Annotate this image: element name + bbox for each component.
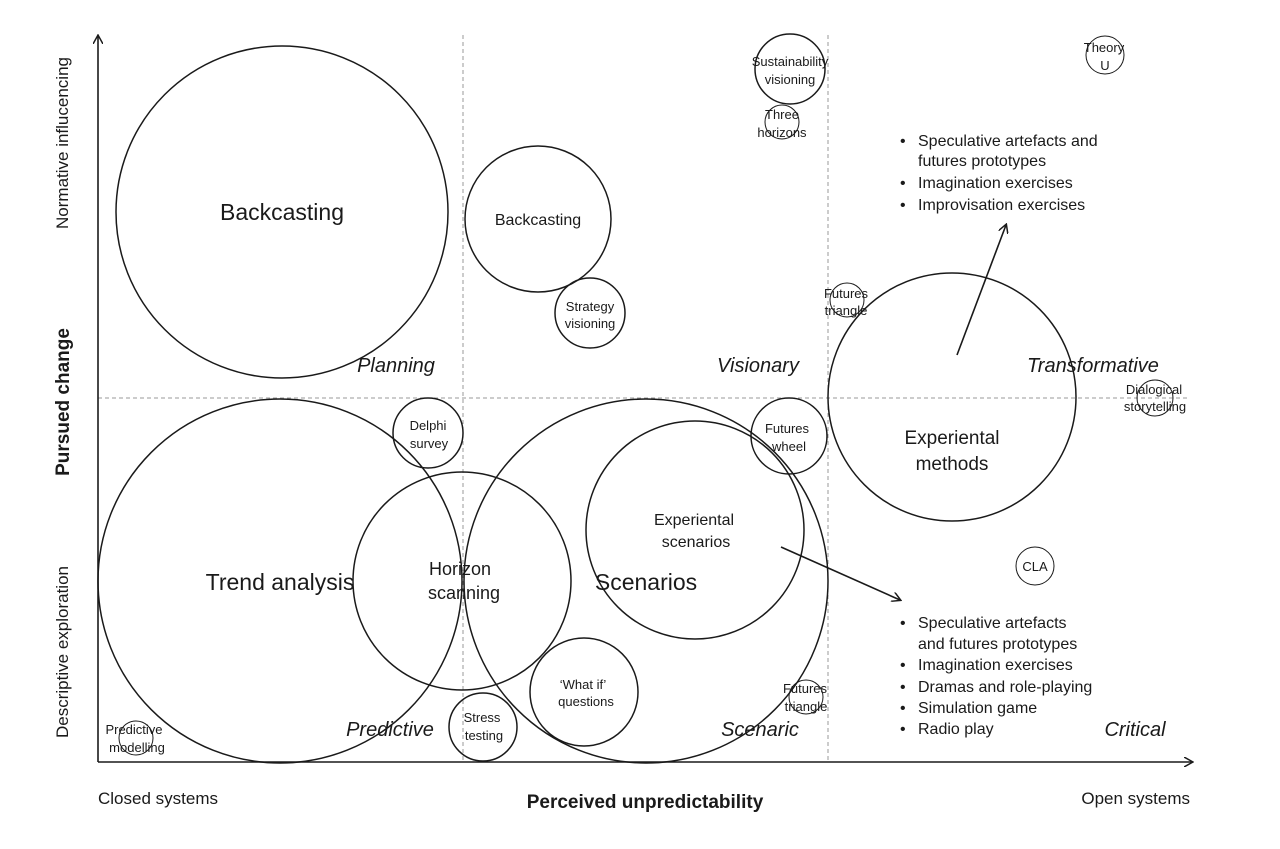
bubble-backcasting-small: Backcasting xyxy=(464,145,612,293)
quadrant-planning: Planning xyxy=(357,355,435,377)
svg-text:Three: Three xyxy=(765,107,799,122)
bubble-theory-u: Theory U xyxy=(1084,35,1125,75)
svg-text:Futures: Futures xyxy=(783,681,828,696)
svg-text:‘What if’: ‘What if’ xyxy=(560,677,607,692)
bullet-marker: • xyxy=(900,700,906,717)
bullet-marker: • xyxy=(900,197,906,214)
bubble-dialogical-storytelling: Dialogical storytelling xyxy=(1124,379,1186,417)
svg-text:Stress: Stress xyxy=(464,710,501,725)
svg-text:visioning: visioning xyxy=(565,316,616,331)
bubble-scenarios: Scenarios xyxy=(463,398,829,764)
bullet-marker: • xyxy=(900,615,906,632)
y-axis-top-label: Normative influcencing xyxy=(53,57,72,229)
bubble-futures-wheel: Futures wheel xyxy=(750,397,828,475)
svg-text:Futures: Futures xyxy=(824,286,869,301)
svg-text:triangle: triangle xyxy=(785,699,828,714)
quadrant-visionary: Visionary xyxy=(717,355,800,377)
bubble-experiental-methods: Experiental methods xyxy=(827,272,1077,522)
x-axis-right-label: Open systems xyxy=(1081,789,1190,808)
svg-text:modelling: modelling xyxy=(109,740,165,755)
bubble-sustainability-visioning: Sustainability visioning xyxy=(752,33,829,105)
svg-text:Trend analysis: Trend analysis xyxy=(206,569,355,595)
svg-text:Experiental: Experiental xyxy=(654,512,734,529)
bullet-marker: • xyxy=(900,721,906,738)
svg-text:scenarios: scenarios xyxy=(662,534,730,551)
bubble-trend-analysis: Trend analysis xyxy=(97,398,463,764)
bullet-marker: • xyxy=(900,175,906,192)
svg-text:Theory: Theory xyxy=(1084,40,1125,55)
quadrant-critical: Critical xyxy=(1104,719,1166,741)
svg-text:Speculative artefacts and: Speculative artefacts and xyxy=(918,133,1098,150)
svg-text:U: U xyxy=(1100,58,1109,73)
svg-text:Speculative artefacts: Speculative artefacts xyxy=(918,615,1067,632)
svg-text:CLA: CLA xyxy=(1022,559,1048,574)
svg-text:wheel: wheel xyxy=(771,439,806,454)
bubble-cla: CLA xyxy=(1015,546,1055,586)
svg-text:Delphi: Delphi xyxy=(410,418,447,433)
svg-text:Experiental: Experiental xyxy=(904,428,999,449)
svg-text:Backcasting: Backcasting xyxy=(495,212,581,229)
bubble-predictive-modelling: Predictive modelling xyxy=(105,720,165,756)
svg-text:methods: methods xyxy=(916,454,989,475)
svg-text:Radio play: Radio play xyxy=(918,721,994,738)
arrow-to-bottom-list xyxy=(780,546,900,600)
quadrant-transformative: Transformative xyxy=(1027,355,1159,377)
svg-text:visioning: visioning xyxy=(765,72,816,87)
svg-text:Futures: Futures xyxy=(765,421,810,436)
bubble-what-if-questions: ‘What if’ questions xyxy=(529,637,639,747)
svg-text:questions: questions xyxy=(558,694,614,709)
y-axis-title: Pursued change xyxy=(53,328,74,476)
svg-text:futures prototypes: futures prototypes xyxy=(918,153,1046,170)
bubble-strategy-visioning: Strategy visioning xyxy=(554,277,626,349)
svg-text:testing: testing xyxy=(465,728,503,743)
bullet-marker: • xyxy=(900,679,906,696)
svg-text:Improvisation exercises: Improvisation exercises xyxy=(918,197,1085,214)
x-axis-title: Perceived unpredictability xyxy=(527,792,764,813)
bubble-experiental-scenarios: Experiental scenarios xyxy=(585,420,805,640)
svg-text:survey: survey xyxy=(410,436,449,451)
arrow-to-top-list xyxy=(956,225,1006,356)
svg-text:Dialogical: Dialogical xyxy=(1126,382,1182,397)
svg-text:Imagination exercises: Imagination exercises xyxy=(918,175,1073,192)
x-axis-left-label: Closed systems xyxy=(98,789,218,808)
bubble-futures-triangle-top: Futures triangle xyxy=(824,282,869,318)
svg-text:and futures prototypes: and futures prototypes xyxy=(918,636,1077,653)
svg-text:storytelling: storytelling xyxy=(1124,399,1186,414)
svg-text:Sustainability: Sustainability xyxy=(752,54,829,69)
svg-text:Backcasting: Backcasting xyxy=(220,199,344,225)
bullet-marker: • xyxy=(900,133,906,150)
bubble-delphi-survey: Delphi survey xyxy=(392,397,464,469)
bubble-three-horizons: Three horizons xyxy=(757,104,807,140)
svg-text:triangle: triangle xyxy=(825,303,868,318)
bubble-stress-testing: Stress testing xyxy=(448,692,518,762)
quadrant-scenaric: Scenaric xyxy=(721,719,799,741)
svg-text:Dramas and role-playing: Dramas and role-playing xyxy=(918,679,1092,696)
svg-text:horizons: horizons xyxy=(757,125,807,140)
quadrant-predictive: Predictive xyxy=(346,719,434,741)
svg-text:Strategy: Strategy xyxy=(566,299,615,314)
svg-text:Scenarios: Scenarios xyxy=(595,569,697,595)
bubble-futures-triangle-bottom: Futures triangle xyxy=(783,679,828,715)
bullet-marker: • xyxy=(900,657,906,674)
svg-text:Predictive: Predictive xyxy=(105,722,162,737)
bullet-list-top: • Speculative artefacts and futures prot… xyxy=(900,133,1098,214)
svg-text:Imagination exercises: Imagination exercises xyxy=(918,657,1073,674)
bubble-backcasting-large: Backcasting xyxy=(115,45,449,379)
bullet-list-bottom: • Speculative artefacts and futures prot… xyxy=(900,615,1092,738)
svg-text:Simulation game: Simulation game xyxy=(918,700,1037,717)
y-axis-bottom-label: Descriptive exploration xyxy=(53,566,72,738)
svg-text:Horizon: Horizon xyxy=(429,559,491,579)
